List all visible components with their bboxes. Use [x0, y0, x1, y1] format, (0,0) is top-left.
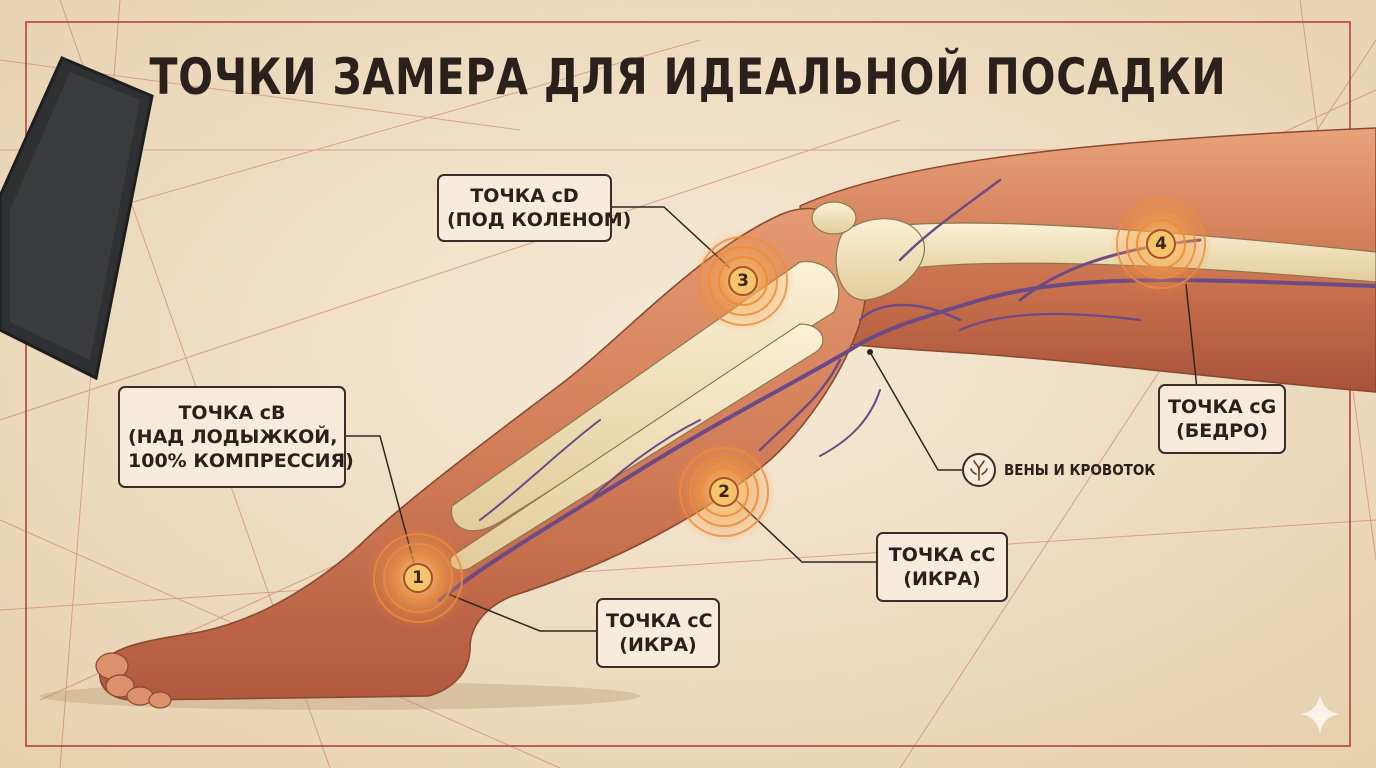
callout-point-cg: ТОЧКА cG (БЕДРО) [1158, 384, 1286, 454]
callout-cg-line-1: ТОЧКА cG [1168, 395, 1276, 419]
callout-cc-ankle-line-2: (ИКРА) [606, 633, 710, 657]
marker-1[interactable]: 1 [403, 563, 433, 593]
callout-point-cc-calf: ТОЧКА cC (ИКРА) [876, 532, 1008, 602]
legend-label: ВЕНЫ И КРОВОТОК [1004, 461, 1155, 479]
callout-cd-line-1: ТОЧКА cD [447, 184, 602, 208]
callout-point-cc-ankle: ТОЧКА cC (ИКРА) [596, 598, 720, 668]
callout-cb-line-1: ТОЧКА cB [128, 401, 336, 425]
page-title: ТОЧКИ ЗАМЕРА ДЛЯ ИДЕАЛЬНОЙ ПОСАДКИ [124, 48, 1252, 106]
veins-icon [962, 453, 996, 487]
callout-cg-line-2: (БЕДРО) [1168, 419, 1276, 443]
callout-cc-calf-line-1: ТОЧКА cC [886, 543, 998, 567]
callout-cb-line-2: (НАД ЛОДЫЖКОЙ, [128, 425, 336, 449]
callout-cc-ankle-line-1: ТОЧКА cC [606, 609, 710, 633]
marker-3[interactable]: 3 [728, 266, 758, 296]
marker-2[interactable]: 2 [709, 477, 739, 507]
callout-cd-line-2: (ПОД КОЛЕНОМ) [447, 208, 602, 232]
callout-point-cd: ТОЧКА cD (ПОД КОЛЕНОМ) [437, 174, 612, 242]
marker-4[interactable]: 4 [1146, 229, 1176, 259]
patella [812, 202, 856, 234]
callout-cc-calf-line-2: (ИКРА) [886, 567, 998, 591]
callout-cb-line-3: 100% КОМПРЕССИЯ) [128, 449, 336, 473]
legend-veins: ВЕНЫ И КРОВОТОК [962, 452, 1172, 488]
callout-point-cb: ТОЧКА cB (НАД ЛОДЫЖКОЙ, 100% КОМПРЕССИЯ) [118, 386, 346, 488]
